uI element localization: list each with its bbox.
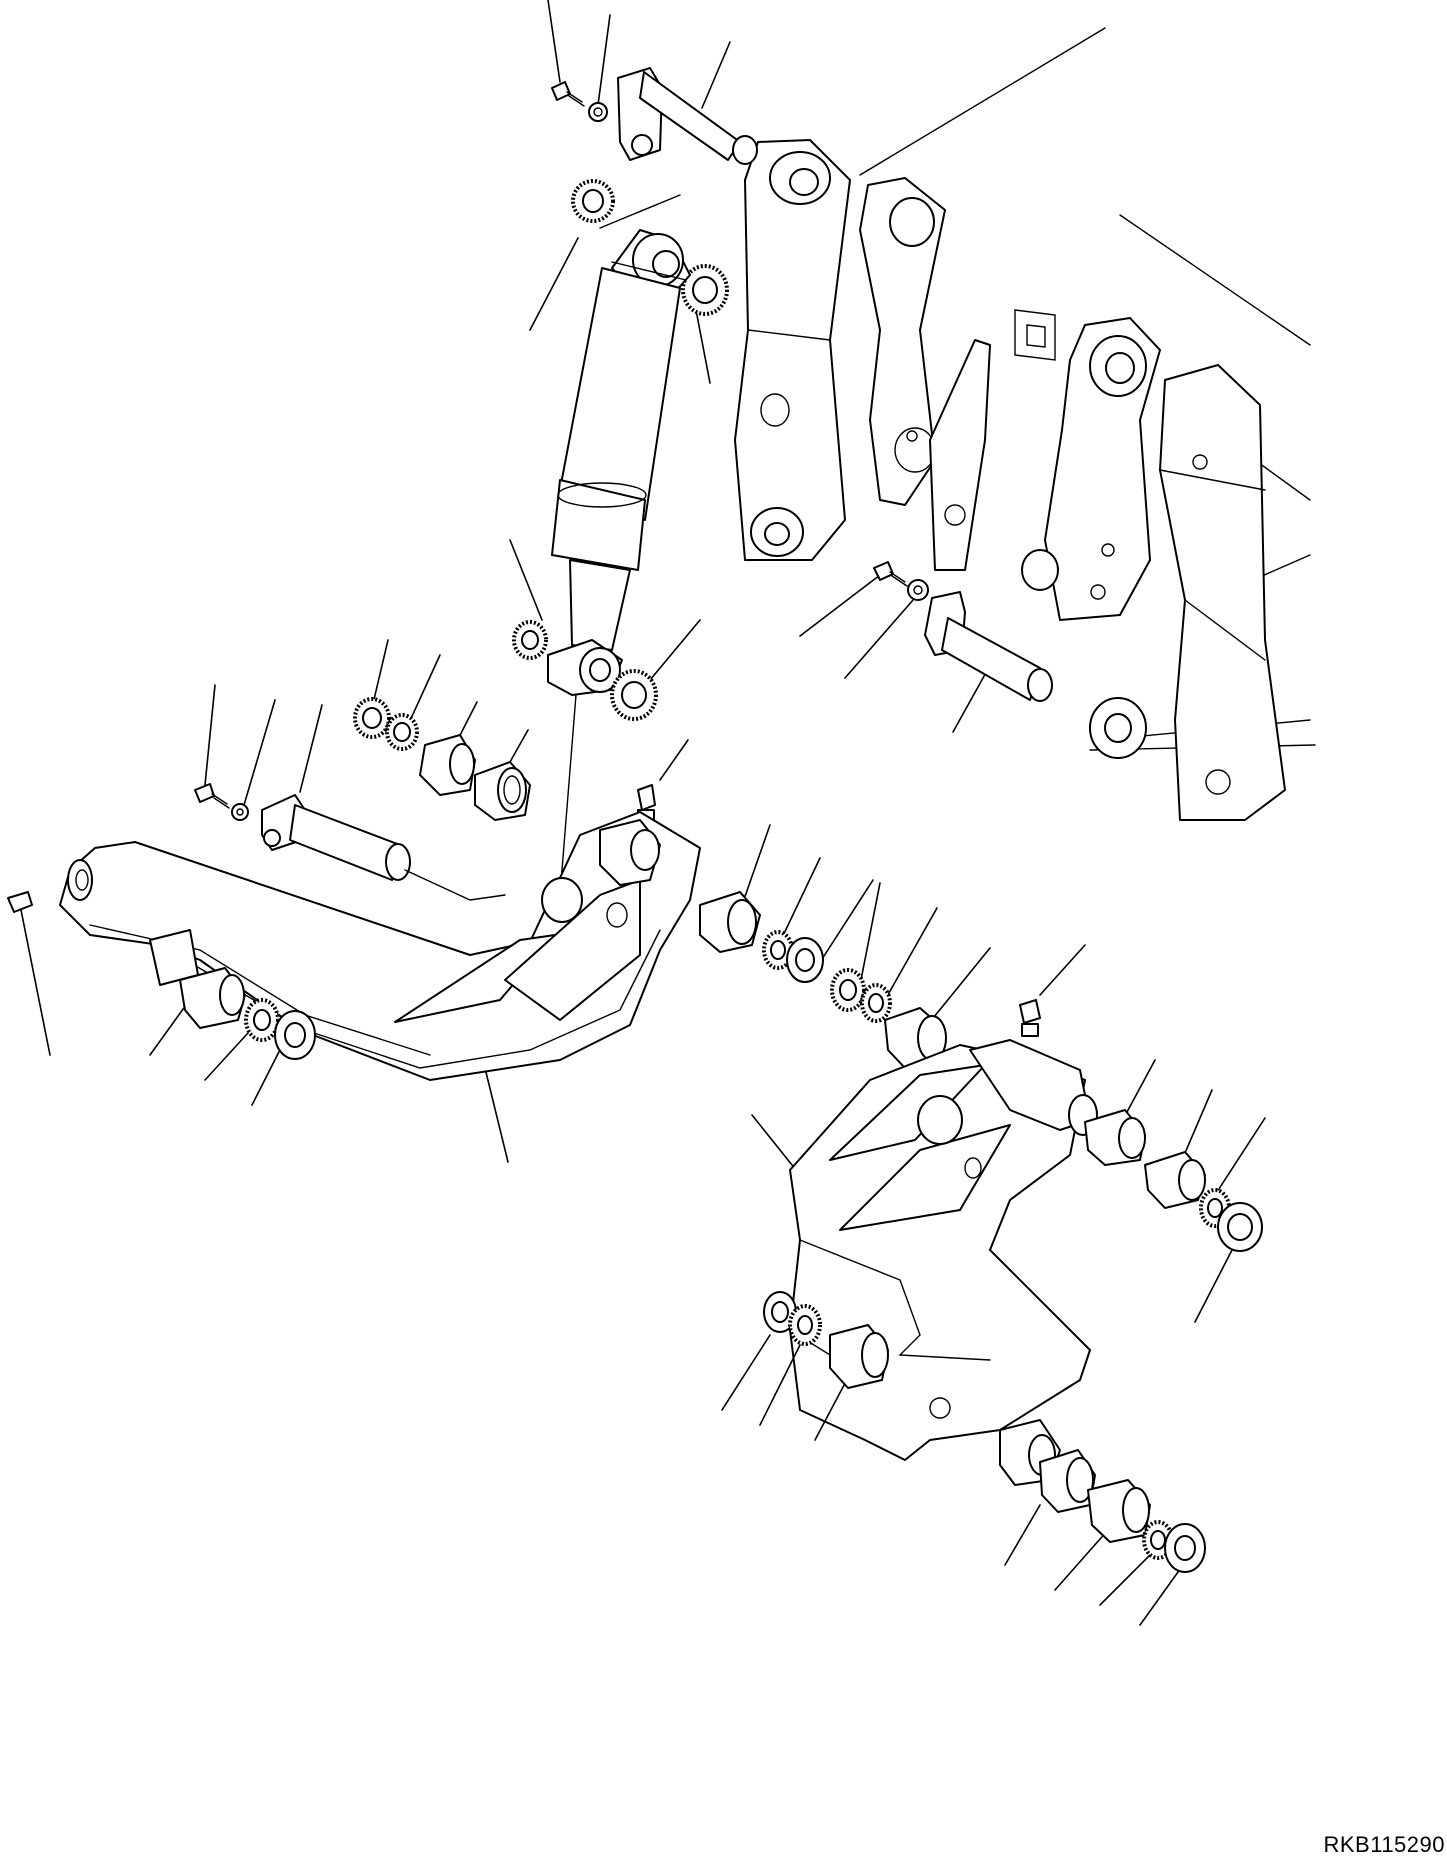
grease-fitting-c-icon [1019, 944, 1086, 1037]
shim-a-icon [353, 639, 391, 739]
pin-upper-icon [617, 41, 758, 165]
lever-left-icon [59, 811, 701, 1163]
grease-fitting-b-icon [7, 891, 51, 1056]
shim-upper-left-icon [529, 179, 615, 331]
bushing-middle-stack [699, 824, 991, 1069]
lever-right-icon [751, 1039, 1098, 1486]
frame-icon [734, 27, 1316, 821]
bushing-a-icon [419, 701, 478, 796]
grease-fitting-a-icon [637, 739, 689, 821]
bushing-right-left-stack [721, 1291, 889, 1441]
cylinder-icon [547, 194, 691, 896]
shim-upper-right-icon [681, 264, 729, 384]
bushing-b-icon [474, 729, 531, 821]
bolt-left-icon [194, 684, 230, 809]
bushing-left-stack [149, 967, 316, 1106]
washer-left-icon [231, 699, 276, 821]
washer-right-icon [844, 579, 929, 679]
pin-bolt-upper-icon [547, 0, 585, 107]
shim-lower-right-icon [610, 619, 701, 721]
seal-a-icon [385, 654, 441, 751]
bushing-right-lower-stack [1004, 1449, 1206, 1626]
shim-lower-left-icon [509, 539, 548, 660]
pin-right-icon [924, 591, 1053, 733]
drawing-id: RKB115290 [1323, 1832, 1445, 1857]
bolt-right-icon [799, 561, 908, 637]
washer-upper-icon [588, 14, 611, 122]
bushing-right-upper-stack [1084, 1059, 1266, 1323]
pin-left-icon [261, 704, 506, 901]
